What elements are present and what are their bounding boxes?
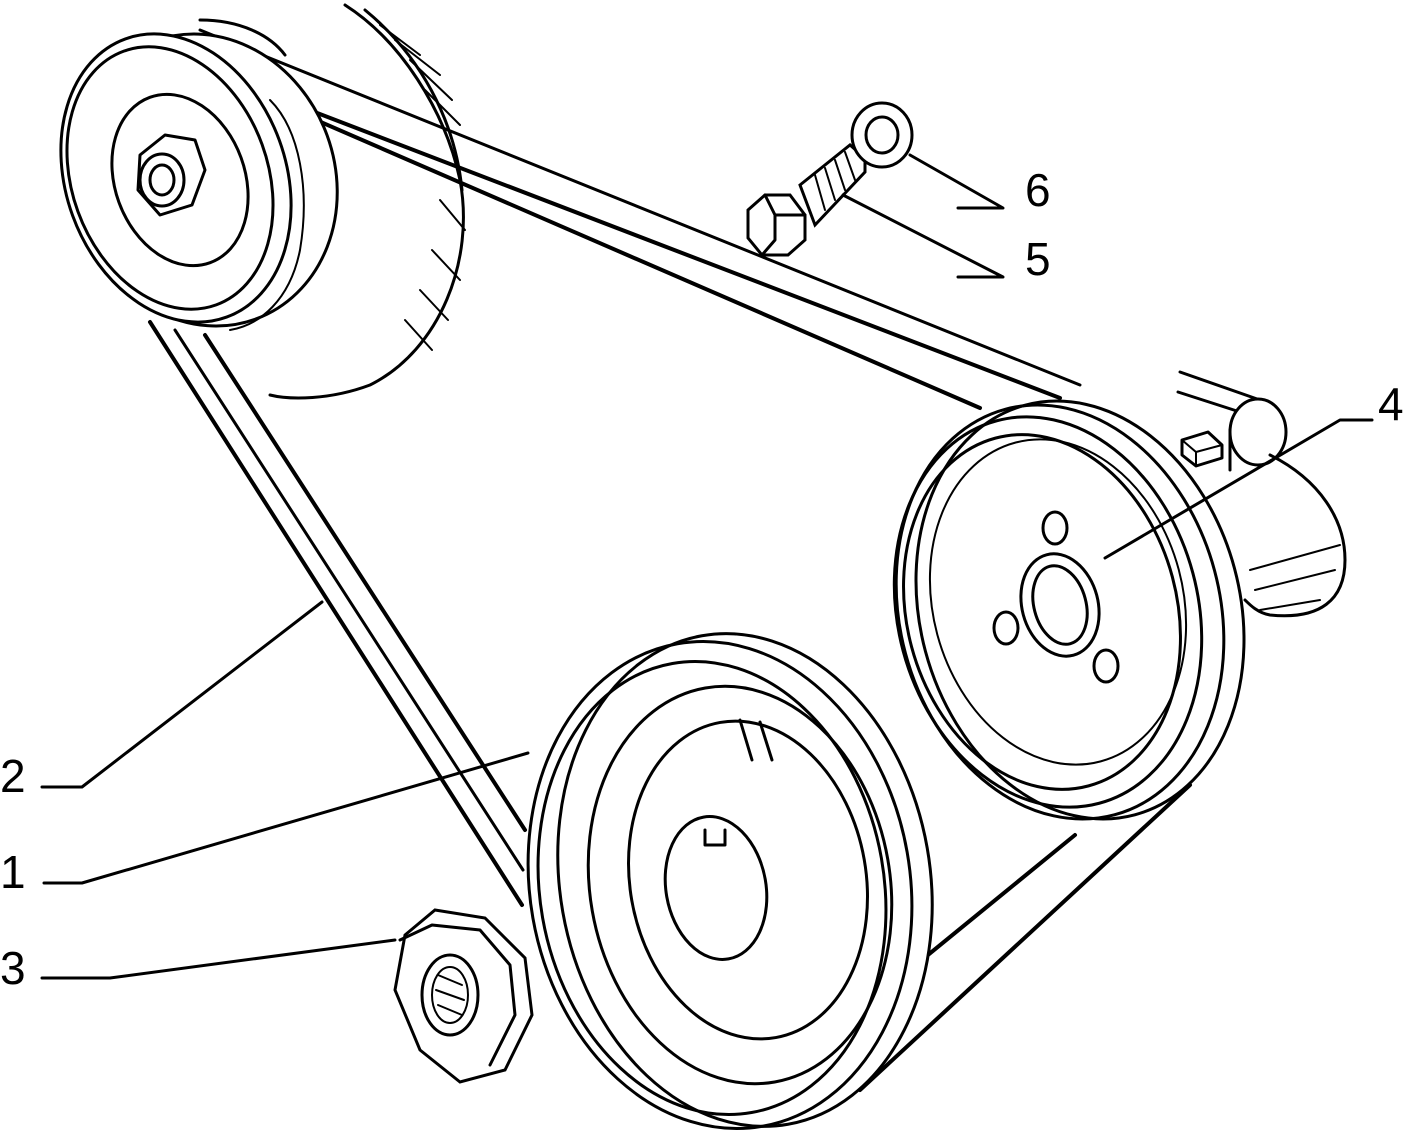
callout-4: 4 [1378, 378, 1404, 430]
callout-labels: 2 1 3 4 5 6 [0, 164, 1404, 994]
callout-3: 3 [0, 942, 26, 994]
crankshaft-pulley [526, 632, 934, 1131]
callout-5: 5 [1025, 233, 1051, 285]
pulley-nut [393, 908, 534, 1084]
alternator-housing [198, 3, 466, 400]
right-pulley [892, 399, 1246, 821]
leader-lines [40, 153, 1374, 980]
callout-1: 1 [0, 846, 26, 898]
callout-6: 6 [1025, 164, 1051, 216]
bolt [746, 143, 867, 257]
washer [850, 101, 914, 169]
upper-left-pulley [59, 32, 339, 331]
callout-2: 2 [0, 750, 26, 802]
water-pump-housing [1176, 370, 1347, 618]
drive-belt [138, 28, 1192, 1092]
